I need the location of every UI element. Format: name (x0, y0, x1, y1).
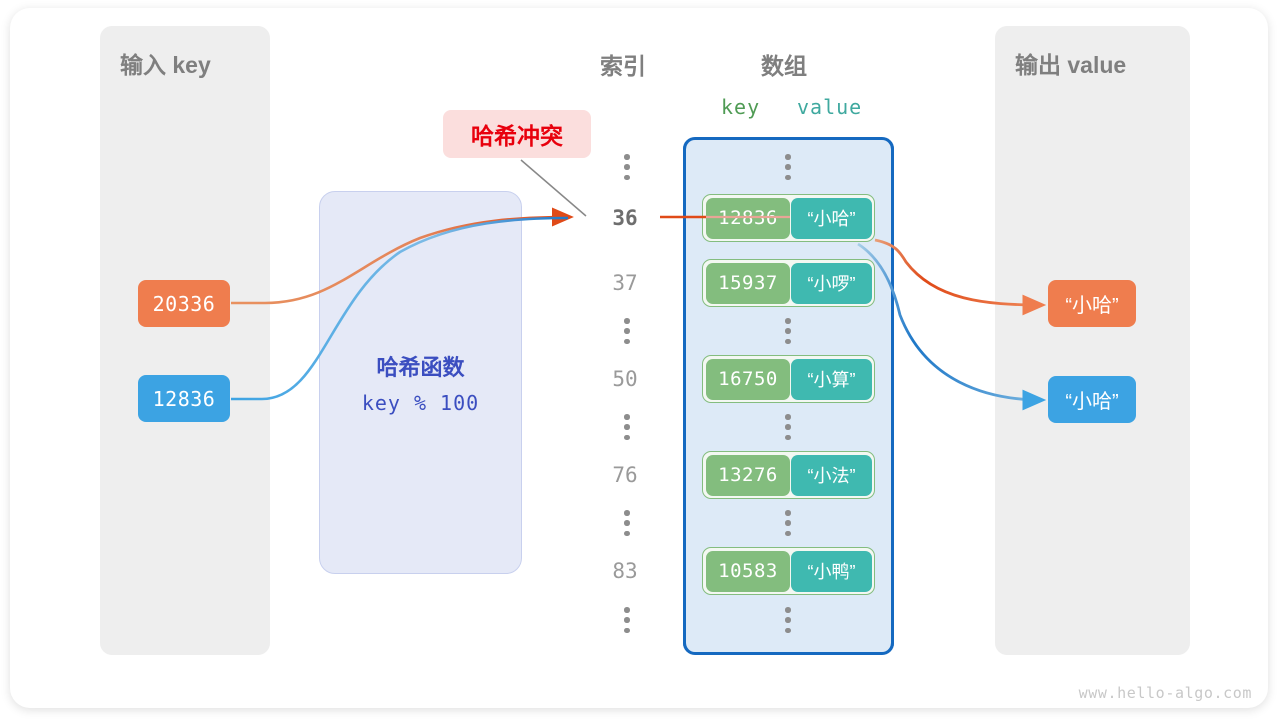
value-column-heading: value (797, 95, 863, 119)
table-row-76: 13276 “小法” (702, 451, 875, 499)
index-column-heading: 索引 (600, 53, 646, 79)
index-ellipsis-2 (617, 414, 637, 440)
input-panel-title: 输入 key (120, 52, 211, 78)
index-ellipsis-1 (617, 318, 637, 344)
entry-key-76: 13276 (705, 454, 791, 496)
output-value-text-1: “小哈” (1065, 391, 1119, 413)
output-value-panel (995, 26, 1190, 655)
index-ellipsis-3 (617, 510, 637, 536)
entry-key-50: 16750 (705, 358, 791, 400)
index-ellipsis-top (617, 154, 637, 180)
index-label-37: 37 (612, 271, 638, 295)
entry-key-36: 12836 (705, 197, 791, 239)
index-label-36: 36 (612, 206, 638, 230)
hash-function-title: 哈希函数 (376, 355, 465, 380)
input-key-chip-0: 20336 (138, 280, 230, 327)
entry-key-37: 15937 (705, 262, 791, 304)
array-ellipsis-2 (778, 414, 798, 440)
output-value-chip-1: “小哈” (1048, 376, 1136, 423)
entry-value-50: “小算” (791, 358, 872, 400)
index-label-50: 50 (612, 367, 638, 391)
index-ellipsis-bottom (617, 607, 637, 633)
table-row-37: 15937 “小啰” (702, 259, 875, 307)
hash-function-box: 哈希函数 key % 100 (319, 191, 522, 574)
entry-value-37: “小啰” (791, 262, 872, 304)
key-column-heading: key (721, 95, 761, 119)
index-label-76: 76 (612, 463, 638, 487)
output-value-text-0: “小哈” (1065, 295, 1119, 317)
watermark: www.hello-algo.com (1078, 684, 1252, 702)
input-key-panel (100, 26, 270, 655)
table-row-50: 16750 “小算” (702, 355, 875, 403)
hash-collision-label: 哈希冲突 (471, 123, 563, 149)
input-key-value-1: 12836 (152, 386, 216, 411)
input-key-chip-1: 12836 (138, 375, 230, 422)
entry-key-83: 10583 (705, 550, 791, 592)
array-ellipsis-bottom (778, 607, 798, 633)
entry-value-36: “小哈” (791, 197, 872, 239)
hash-function-expression: key % 100 (361, 391, 480, 415)
array-ellipsis-3 (778, 510, 798, 536)
hash-collision-tag: 哈希冲突 (443, 110, 591, 158)
array-ellipsis-top (778, 154, 798, 180)
array-ellipsis-1 (778, 318, 798, 344)
table-row-36: 12836 “小哈” (702, 194, 875, 242)
output-panel-title: 输出 value (1015, 52, 1127, 78)
table-row-83: 10583 “小鸭” (702, 547, 875, 595)
entry-value-76: “小法” (791, 454, 872, 496)
entry-value-83: “小鸭” (791, 550, 872, 592)
index-label-83: 83 (612, 559, 638, 583)
output-value-chip-0: “小哈” (1048, 280, 1136, 327)
input-key-value-0: 20336 (152, 291, 216, 316)
array-column-heading: 数组 (761, 53, 807, 79)
